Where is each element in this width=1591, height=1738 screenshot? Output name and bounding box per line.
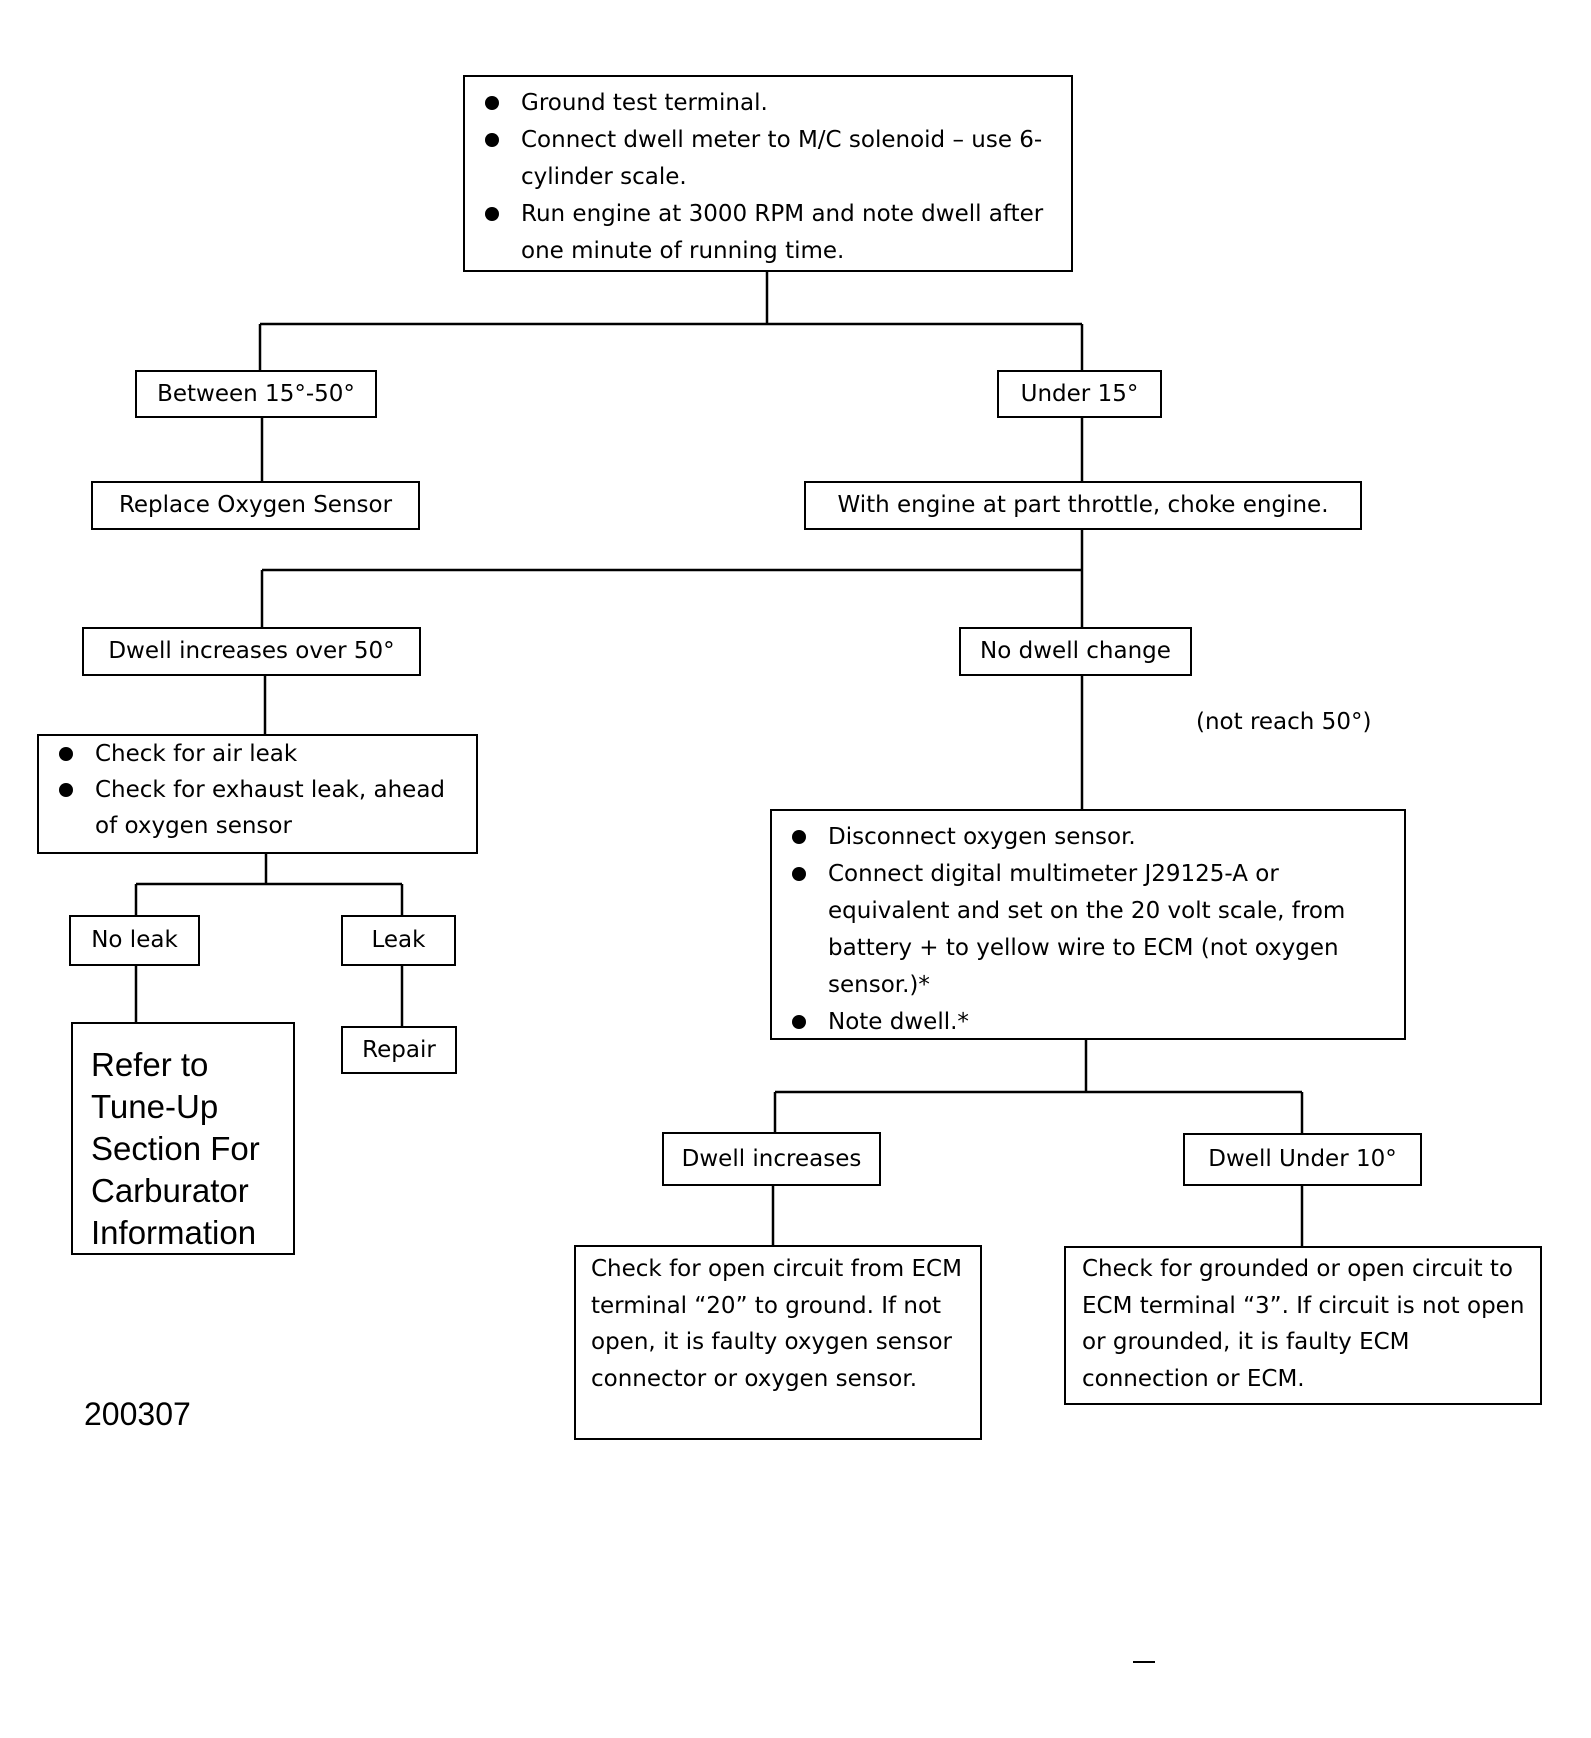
open-circuit-check-box: Check for open circuit from ECM terminal…	[574, 1245, 982, 1440]
choke-engine-label: With engine at part throttle, choke engi…	[837, 492, 1329, 518]
leak-check-step: Check for exhaust leak, ahead of oxygen …	[39, 772, 468, 844]
no-leak-box: No leak	[69, 915, 200, 966]
multimeter-step: Connect digital multimeter J29125-A or e…	[772, 856, 1394, 1004]
choke-engine-box: With engine at part throttle, choke engi…	[804, 481, 1362, 530]
leak-checks-box: Check for air leak Check for exhaust lea…	[37, 734, 478, 854]
refer-tuneup-text: Refer to Tune-Up Section For Carburator …	[91, 1046, 260, 1251]
figure-number: 200307	[84, 1396, 191, 1432]
no-dwell-change-box: No dwell change	[959, 627, 1192, 676]
dwell-over-50-label: Dwell increases over 50°	[108, 638, 395, 664]
dwell-increases-label: Dwell increases	[681, 1145, 862, 1172]
no-dwell-change-label: No dwell change	[980, 638, 1171, 664]
under-15-label: Under 15°	[1020, 380, 1139, 407]
between-15-50-label: Between 15°-50°	[157, 380, 355, 407]
start-step: Run engine at 3000 RPM and note dwell af…	[465, 196, 1061, 270]
between-15-50-box: Between 15°-50°	[135, 370, 377, 418]
replace-oxygen-sensor-label: Replace Oxygen Sensor	[118, 492, 393, 518]
grounded-circuit-check-box: Check for grounded or open circuit to EC…	[1064, 1246, 1542, 1405]
dwell-increases-box: Dwell increases	[662, 1132, 881, 1186]
dwell-over-50-box: Dwell increases over 50°	[82, 627, 421, 676]
leak-label: Leak	[371, 927, 426, 953]
dwell-under-10-label: Dwell Under 10°	[1208, 1146, 1397, 1172]
start-steps-box: Ground test terminal. Connect dwell mete…	[463, 75, 1073, 272]
grounded-circuit-check-text: Check for grounded or open circuit to EC…	[1082, 1256, 1525, 1392]
start-step: Connect dwell meter to M/C solenoid – us…	[465, 122, 1061, 196]
multimeter-step: Disconnect oxygen sensor.	[772, 819, 1394, 856]
replace-oxygen-sensor-box: Replace Oxygen Sensor	[91, 481, 420, 530]
open-circuit-check-text: Check for open circuit from ECM terminal…	[591, 1256, 962, 1392]
dwell-under-10-box: Dwell Under 10°	[1183, 1133, 1422, 1186]
repair-label: Repair	[362, 1036, 436, 1063]
multimeter-steps-box: Disconnect oxygen sensor. Connect digita…	[770, 809, 1406, 1040]
leak-box: Leak	[341, 915, 456, 966]
leak-check-step: Check for air leak	[39, 736, 468, 772]
stray-dash	[1133, 1661, 1155, 1663]
start-step: Ground test terminal.	[465, 85, 1061, 122]
repair-box: Repair	[341, 1026, 457, 1074]
no-leak-label: No leak	[91, 927, 178, 953]
refer-tuneup-box: Refer to Tune-Up Section For Carburator …	[71, 1022, 295, 1255]
not-reach-50-note: (not reach 50°)	[1196, 709, 1372, 735]
multimeter-step: Note dwell.*	[772, 1004, 1394, 1041]
under-15-box: Under 15°	[997, 370, 1162, 418]
